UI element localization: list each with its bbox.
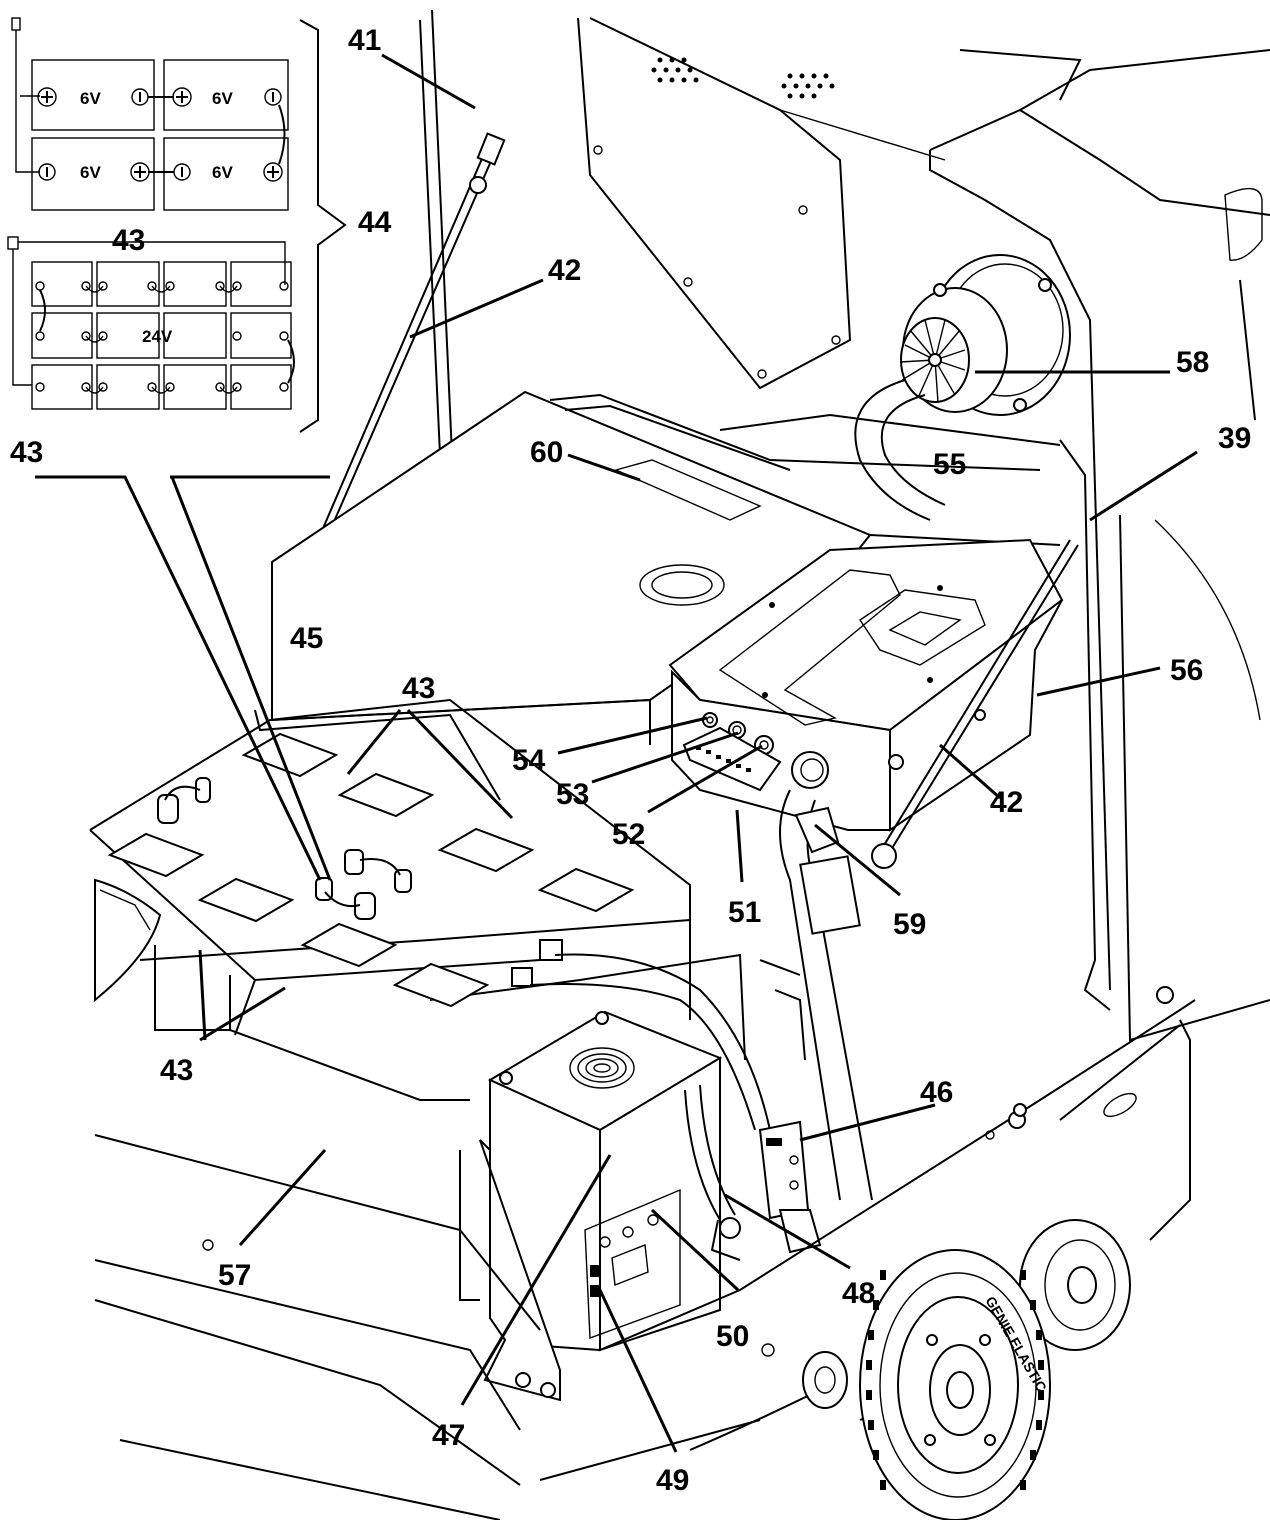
- callout-47: 47: [432, 1419, 465, 1452]
- inset-brace: [299, 19, 347, 433]
- callout-43-batteries-front: 43: [160, 1054, 193, 1087]
- callout-39: 39: [1218, 422, 1251, 455]
- label-6v-3: 6V: [80, 163, 101, 182]
- callout-42-rod: 42: [548, 254, 581, 287]
- callout-54: 54: [512, 744, 546, 777]
- battery-6v-2: [163, 59, 289, 131]
- label-6v-1: 6V: [80, 89, 101, 108]
- callout-46: 46: [920, 1076, 953, 1109]
- battery-group: [89, 698, 746, 1101]
- callout-leaders: [35, 53, 1198, 1453]
- callout-58: 58: [1176, 346, 1209, 379]
- callout-49: 49: [656, 1464, 689, 1497]
- callout-59: 59: [893, 908, 926, 941]
- callout-60: 60: [530, 436, 563, 469]
- battery-wiring-inset: 6V 6V 6V 6V: [7, 17, 347, 433]
- callout-50: 50: [716, 1320, 749, 1353]
- callout-51: 51: [728, 896, 761, 929]
- callout-48: 48: [842, 1277, 875, 1310]
- six-volt-scheme: 6V 6V 6V 6V: [11, 17, 289, 211]
- callout-52: 52: [612, 818, 645, 851]
- callout-57: 57: [218, 1259, 251, 1292]
- callout-53: 53: [556, 778, 589, 811]
- callout-numbers: 41 42 43 43 44 45 43 43 60 55 56 58 39 4…: [10, 24, 1251, 1497]
- battery-6v-4: [163, 137, 289, 211]
- callout-41: 41: [348, 24, 381, 57]
- callout-44: 44: [358, 206, 392, 239]
- main-wheel: GENIE ELASTIC: [859, 1249, 1051, 1520]
- twenty-four-volt-scheme: 24V: [7, 236, 295, 410]
- machine-body: GENIE ELASTIC: [89, 9, 1270, 1520]
- vacuum-motor: [899, 254, 1071, 416]
- callout-55: 55: [933, 448, 966, 481]
- label-6v-2: 6V: [212, 89, 233, 108]
- label-24v: 24V: [142, 327, 173, 346]
- battery-6v-3: [31, 137, 155, 211]
- rear-wheel-small: [1019, 1219, 1131, 1351]
- callout-43-inset-24v: 43: [10, 436, 43, 469]
- battery-charger: [479, 1010, 736, 1402]
- cell-cap-45: [241, 732, 339, 778]
- callout-42-box: 42: [990, 786, 1023, 819]
- battery-6v-1: [31, 59, 155, 131]
- callout-43-inset-6v: 43: [112, 224, 145, 257]
- label-6v-4: 6V: [212, 163, 233, 182]
- callout-45: 45: [290, 622, 323, 655]
- callout-43-batteries: 43: [402, 672, 435, 705]
- control-box: [668, 538, 1064, 832]
- callout-56: 56: [1170, 654, 1203, 687]
